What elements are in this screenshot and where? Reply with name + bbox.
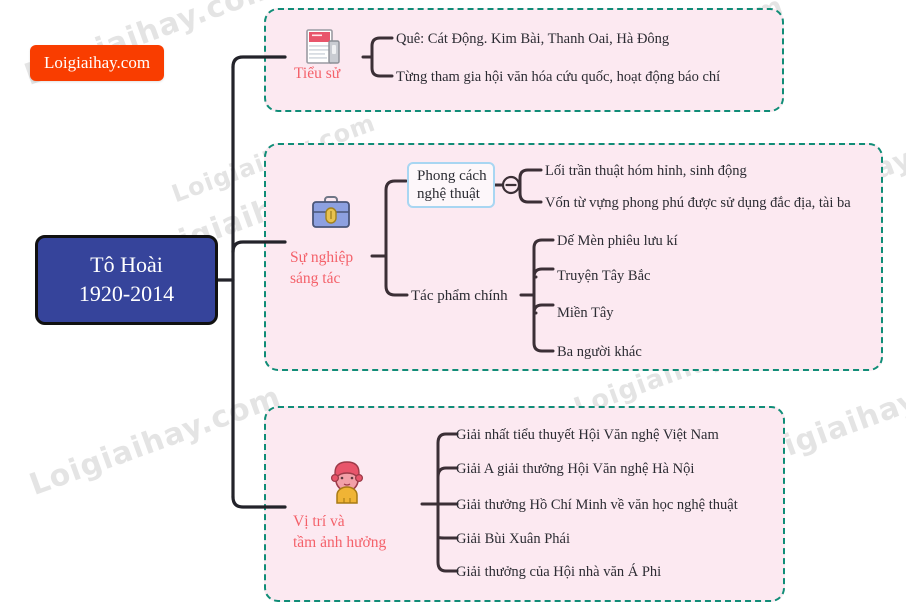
leaf-item[interactable]: Miền Tây — [557, 305, 614, 321]
leaf-item[interactable]: Giải thưởng của Hội nhà văn Á Phi — [456, 564, 662, 580]
subnode-phong-cach-nghe-thuat[interactable]: Phong cách nghệ thuật — [407, 162, 495, 208]
newspaper-icon — [304, 27, 342, 72]
leaf-item[interactable]: Ba người khác — [557, 344, 642, 360]
root-node-years: 1920-2014 — [78, 281, 175, 306]
branch-label-vi-tri[interactable]: Vị trí và tầm ảnh hưởng — [293, 512, 386, 554]
root-node[interactable]: Tô Hoài 1920-2014 — [35, 235, 218, 325]
site-logo[interactable]: Loigiaihay.com — [30, 45, 165, 81]
branch-label-line: Sự nghiệp — [290, 249, 354, 266]
branch-label-line: Vị trí và — [293, 513, 345, 530]
person-icon — [326, 459, 368, 510]
leaf-item[interactable]: Lối trần thuật hóm hỉnh, sinh động — [545, 163, 747, 179]
leaf-item[interactable]: Vốn từ vựng phong phú được sử dụng đắc đ… — [545, 195, 851, 211]
leaf-item[interactable]: Giải A giải thưởng Hội Văn nghệ Hà Nội — [456, 461, 695, 477]
leaf-item[interactable]: Truyện Tây Bắc — [557, 268, 651, 284]
watermark-text: Loigiaihay.com — [25, 379, 286, 503]
root-node-name: Tô Hoài — [90, 252, 163, 278]
branch-label-line: sáng tác — [290, 269, 341, 287]
branch-panel-su-nghiep — [264, 143, 883, 371]
leaf-item[interactable]: Quê: Cát Động. Kim Bài, Thanh Oai, Hà Đô… — [396, 31, 670, 47]
leaf-item[interactable]: Giải thưởng Hồ Chí Minh về văn học nghệ … — [456, 497, 738, 513]
leaf-item[interactable]: Giải nhất tiểu thuyết Hội Văn nghệ Việt … — [456, 427, 719, 443]
branch-label-line: tầm ảnh hưởng — [293, 533, 387, 551]
leaf-item[interactable]: Giải Bùi Xuân Phái — [456, 531, 570, 547]
subnode-tac-pham-chinh[interactable]: Tác phẩm chính — [411, 288, 508, 304]
branch-panel-tieu-su — [264, 8, 784, 112]
branch-label-su-nghiep[interactable]: Sự nghiệp sáng tác — [290, 248, 353, 290]
branch-panel-vi-tri — [264, 406, 785, 602]
branch-label-tieu-su[interactable]: Tiểu sử — [294, 65, 341, 82]
leaf-item[interactable]: Từng tham gia hội văn hóa cứu quốc, hoạt… — [396, 69, 721, 85]
subnode-label-line: nghệ thuật — [417, 186, 480, 202]
briefcase-icon — [310, 194, 352, 237]
leaf-item[interactable]: Dế Mèn phiêu lưu kí — [557, 233, 678, 249]
subnode-label-line: Phong cách — [417, 167, 487, 184]
